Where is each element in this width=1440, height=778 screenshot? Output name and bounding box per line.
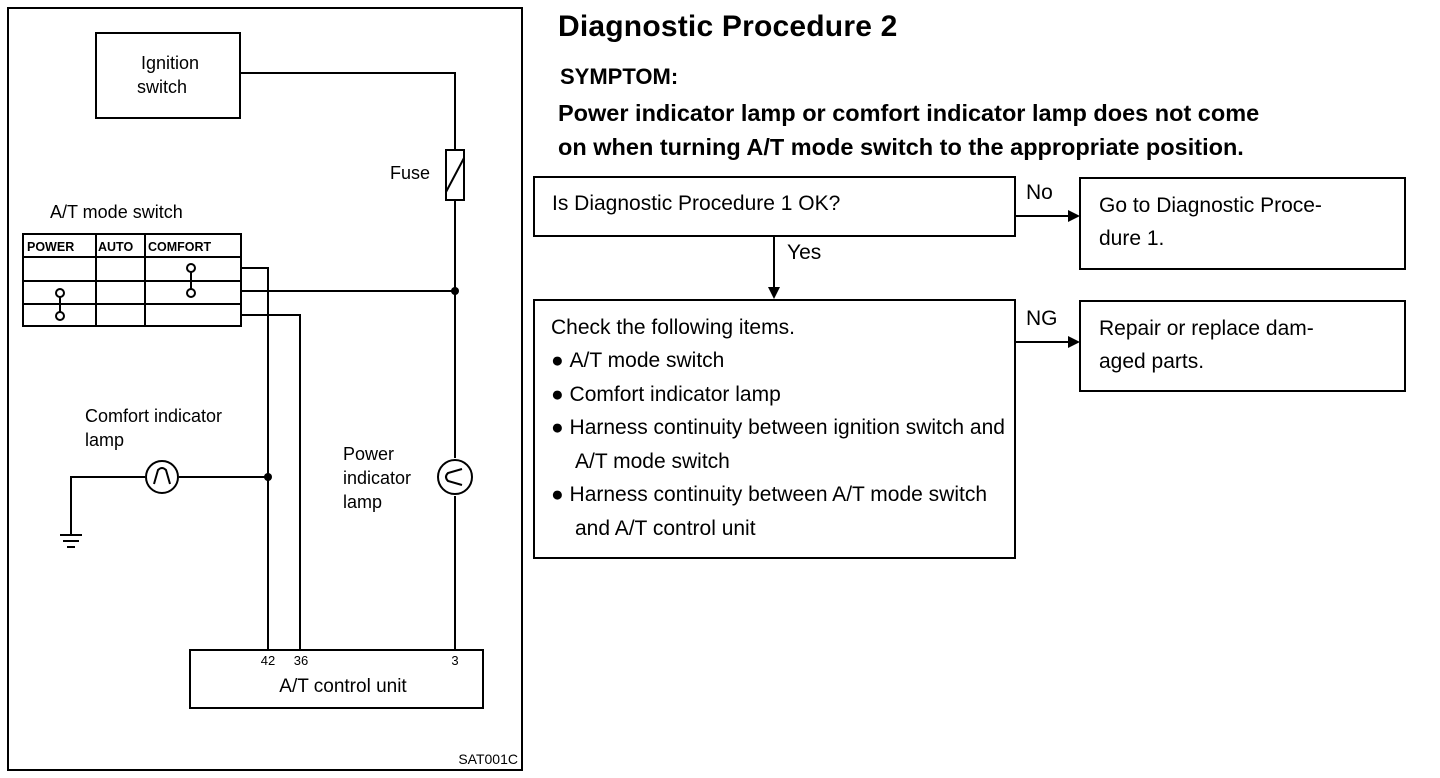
comfort-lamp-label-1: Comfort indicator (85, 406, 222, 426)
bullet-icon: ● (551, 382, 570, 406)
fuse-element (445, 157, 465, 193)
ng-label: NG (1026, 307, 1058, 330)
at-mode-switch-label: A/T mode switch (50, 202, 183, 222)
junction-dot-comfort (264, 473, 272, 481)
step2-check-box: Check the following items. ● A/T mode sw… (533, 299, 1016, 559)
symptom-heading: SYMPTOM: (560, 64, 679, 89)
check-item-2: ● Comfort indicator lamp (551, 382, 781, 406)
yes-label: Yes (787, 241, 822, 264)
check-item-3: ● Harness continuity between ignition sw… (551, 416, 1005, 473)
comfort-lamp-filament (153, 467, 171, 485)
power-lamp-label-2: indicator (343, 468, 411, 488)
bullet-icon: ● (551, 349, 570, 372)
power-output-wire (241, 314, 301, 650)
no-result-line-1: Go to Diagnostic Proce- (1099, 194, 1322, 217)
fuse-label: Fuse (390, 163, 430, 183)
yes-arrow (768, 287, 780, 299)
switch-col-power: POWER (27, 240, 74, 254)
comfort-lamp-label-2: lamp (85, 430, 124, 450)
bullet-icon: ● (551, 416, 570, 439)
control-unit-label: A/T control unit (279, 676, 407, 697)
power-contact-bottom (55, 311, 65, 321)
terminal-42: 42 (261, 653, 275, 668)
no-result-line-2: dure 1. (1099, 227, 1165, 250)
comfort-output-wire (241, 267, 269, 650)
check-item-4: ● Harness continuity between A/T mode sw… (551, 483, 988, 540)
terminal-36: 36 (294, 653, 308, 668)
step1-question-box: Is Diagnostic Procedure 1 OK? (533, 176, 1016, 237)
diagram-frame (7, 7, 523, 771)
power-lamp-label-3: lamp (343, 492, 382, 512)
switch-col-comfort: COMFORT (148, 240, 212, 254)
no-result-box: Go to Diagnostic Proce- dure 1. (1079, 177, 1406, 270)
bullet-icon: ● (551, 483, 570, 506)
power-lamp-symbol (437, 459, 473, 495)
comfort-contact-top (186, 263, 196, 273)
comfort-lamp-symbol (145, 460, 179, 494)
procedure-title: Diagnostic Procedure 2 (558, 10, 898, 43)
ignition-switch-label-2: switch (137, 77, 187, 97)
ng-result-line-1: Repair or replace dam- (1099, 317, 1314, 340)
comfort-contact-bottom (186, 288, 196, 298)
control-unit-box (189, 649, 484, 709)
power-contact-top (55, 288, 65, 298)
step2-heading: Check the following items. (551, 316, 795, 339)
comfort-lamp-ground-wire (70, 476, 145, 535)
power-lamp-label-1: Power (343, 444, 394, 464)
ng-result-box: Repair or replace dam- aged parts. (1079, 300, 1406, 392)
symptom-line-1: Power indicator lamp or comfort indicato… (558, 100, 1260, 126)
ng-result-line-2: aged parts. (1099, 350, 1205, 373)
wiring-diagram: Ignition switch Fuse A/T mode switch POW… (7, 7, 523, 771)
ignition-switch-label-1: Ignition (141, 53, 199, 73)
terminal-3: 3 (451, 653, 458, 668)
symptom-line-2: on when turning A/T mode switch to the a… (558, 134, 1244, 160)
step1-question: Is Diagnostic Procedure 1 OK? (552, 192, 841, 215)
power-lamp-filament (445, 468, 463, 486)
switch-col-auto: AUTO (98, 240, 133, 254)
check-item-1: ● A/T mode switch (551, 349, 725, 372)
no-label: No (1026, 181, 1053, 204)
ignition-switch-box (95, 32, 241, 119)
ignition-wire (240, 72, 456, 150)
figure-code: SAT001C (458, 751, 518, 767)
